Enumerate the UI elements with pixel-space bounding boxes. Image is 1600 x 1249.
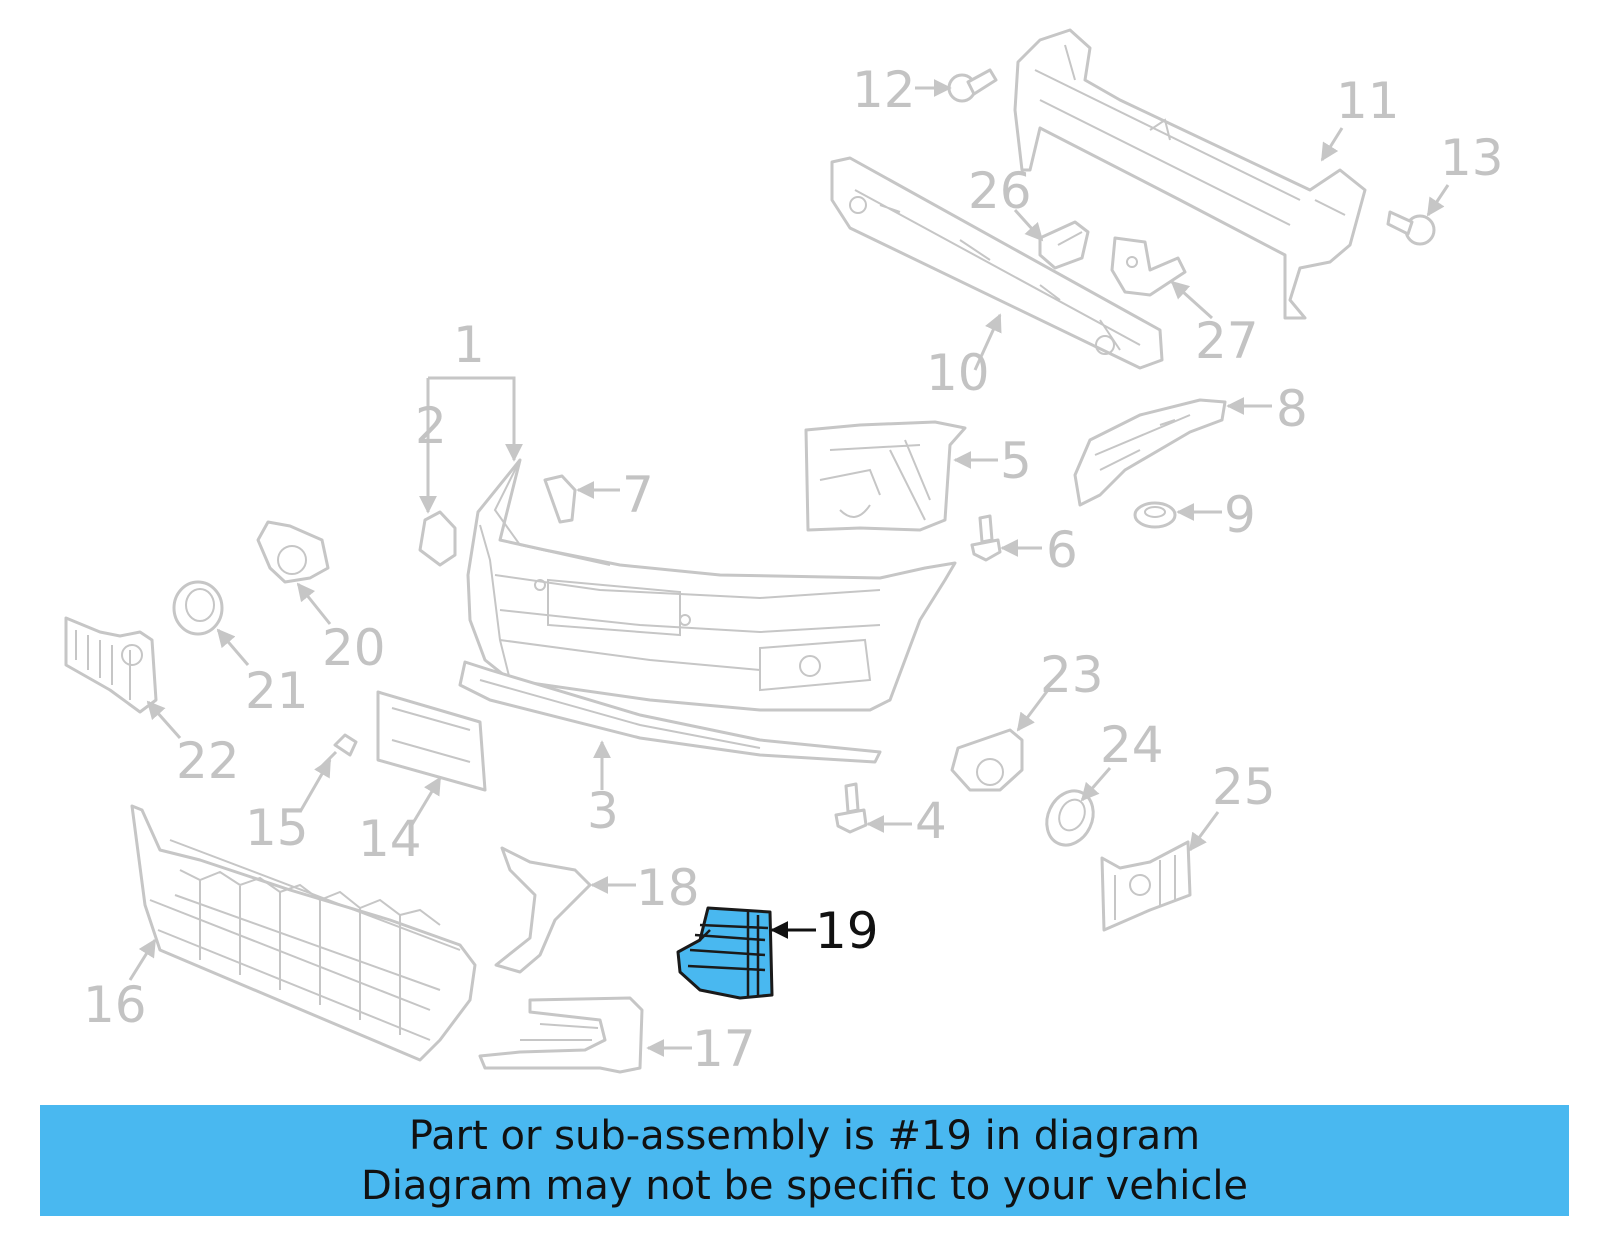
callout-11: 11 (1336, 72, 1400, 130)
callout-3: 3 (587, 782, 619, 840)
callout-18: 18 (636, 859, 700, 917)
callout-12: 12 (852, 61, 916, 119)
part-22-sensor-bracket (64, 616, 158, 714)
part-7-clip (543, 474, 577, 524)
part-2-tow-hook-cap (418, 510, 457, 567)
part-16-lower-grille (130, 804, 477, 1062)
part-1-bumper-cover (466, 458, 957, 712)
part-9-clip (1133, 501, 1177, 529)
callout-10: 10 (926, 344, 990, 402)
callout-14: 14 (358, 810, 422, 868)
part-19-air-guide-highlighted (676, 906, 774, 1000)
part-26-bracket (1038, 220, 1090, 270)
callout-5: 5 (1000, 432, 1032, 490)
part-8-guide-bracket (1073, 398, 1227, 507)
part-10-energy-absorber (830, 156, 1164, 370)
part-27-bracket (1110, 236, 1187, 297)
part-5-bracket (804, 420, 967, 532)
part-18-bracket (494, 846, 592, 974)
callout-17: 17 (692, 1020, 756, 1078)
callout-24: 24 (1100, 716, 1164, 774)
part-4-screw (834, 782, 868, 834)
callout-7: 7 (622, 466, 654, 524)
callout-numbers: 1 2 3 4 5 6 7 8 9 10 11 12 13 14 15 16 1… (83, 61, 1504, 1078)
callout-16: 16 (83, 976, 147, 1034)
callout-9: 9 (1224, 486, 1256, 544)
part-17-trim (478, 996, 644, 1074)
callout-26: 26 (968, 162, 1032, 220)
part-21-sensor-ring (172, 580, 224, 636)
callout-4: 4 (915, 792, 947, 850)
parts-diagram: 1 2 3 4 5 6 7 8 9 10 11 12 13 14 15 16 1… (64, 28, 1504, 1078)
callout-25: 25 (1212, 758, 1276, 816)
part-12-bolt (947, 68, 998, 103)
callout-19-highlighted: 19 (815, 902, 879, 960)
callout-21: 21 (245, 662, 309, 720)
part-25-sensor-bracket (1100, 840, 1192, 932)
part-13-bolt (1386, 210, 1436, 246)
banner-line-disclaimer: Diagram may not be specific to your vehi… (360, 1162, 1249, 1209)
part-11-bumper-reinforcement (1013, 28, 1367, 320)
part-20-parking-sensor (256, 520, 330, 584)
callout-27: 27 (1195, 312, 1259, 370)
callout-13: 13 (1440, 129, 1504, 187)
leader-lines (128, 79, 1450, 1057)
info-banner: Part or sub-assembly is #19 in diagram D… (40, 1105, 1569, 1216)
banner-line-part-number: Part or sub-assembly is #19 in diagram (408, 1112, 1201, 1159)
callout-15: 15 (245, 799, 309, 857)
part-6-screw (970, 514, 1002, 562)
callout-2: 2 (415, 397, 447, 455)
callout-6: 6 (1046, 521, 1078, 579)
part-23-parking-sensor (950, 728, 1024, 792)
part-14-license-plate-bracket (376, 690, 487, 792)
callout-22: 22 (176, 732, 240, 790)
part-15-clip (316, 733, 358, 772)
part-3-lower-spoiler (458, 660, 882, 764)
part-24-sensor-ring (1045, 789, 1095, 847)
callout-8: 8 (1276, 380, 1308, 438)
callout-23: 23 (1040, 646, 1104, 704)
callout-20: 20 (322, 619, 386, 677)
callout-1: 1 (453, 316, 485, 374)
